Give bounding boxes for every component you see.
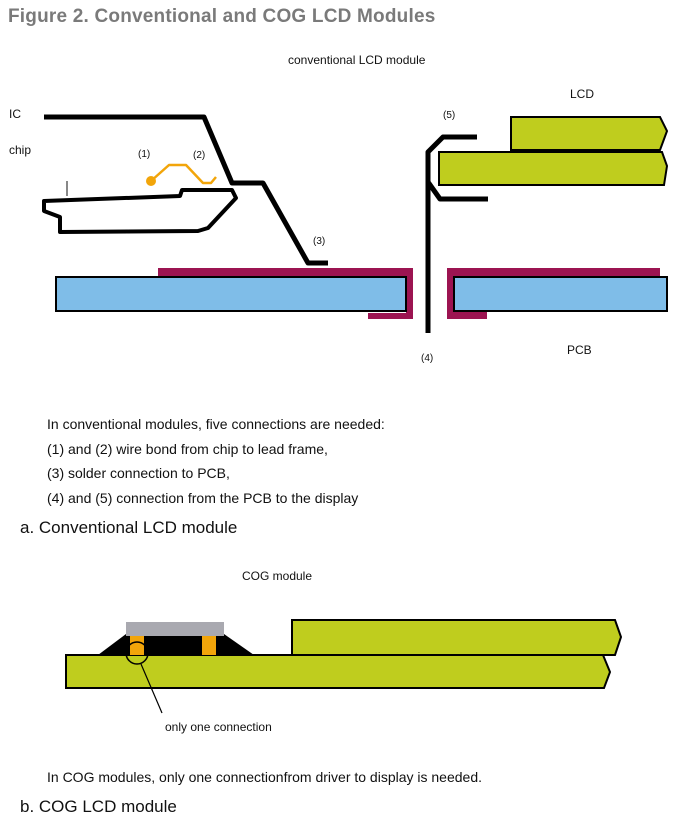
chip-label: chip <box>9 143 31 157</box>
display-connector <box>425 134 477 333</box>
lcd-top-glass <box>510 116 669 151</box>
ic-package-body <box>42 188 238 234</box>
ic-label: IC <box>9 107 21 121</box>
figure-title: Figure 2. Conventional and COG LCD Modul… <box>8 6 436 27</box>
connection-label-2: (2) <box>193 150 205 161</box>
cog-underfill <box>98 634 254 655</box>
caption-b: b. COG LCD module <box>20 797 177 816</box>
cog-bottom-glass <box>65 654 612 689</box>
conventional-note-3: (3) solder connection to PCB, <box>47 465 230 481</box>
cog-note: In COG modules, only one connectionfrom … <box>47 769 482 785</box>
cog-driver-chip <box>126 622 224 636</box>
lcd-bottom-glass <box>438 151 669 186</box>
bond-ball <box>146 176 156 186</box>
caption-a: a. Conventional LCD module <box>20 518 237 537</box>
cog-top-glass <box>291 619 623 656</box>
connection-label-1: (1) <box>138 149 150 160</box>
connection-label-4: (4) <box>421 353 433 364</box>
ic-package-lead-upper <box>44 114 328 266</box>
cog-connection-marker <box>125 641 149 665</box>
connection-label-3: (3) <box>313 236 325 247</box>
conventional-note-4: (4) and (5) connection from the PCB to t… <box>47 490 358 506</box>
pcb-left-copper <box>158 268 413 319</box>
cog-heading: COG module <box>242 569 312 583</box>
pcb-label: PCB <box>567 343 592 357</box>
pcb-right-copper <box>447 268 660 319</box>
pcb-left <box>55 276 407 312</box>
cog-bump-left <box>130 636 144 655</box>
cog-bump-right <box>202 636 216 655</box>
pcb-right <box>453 276 668 312</box>
cog-callout-line <box>140 663 163 714</box>
conventional-heading: conventional LCD module <box>288 53 426 67</box>
cog-callout: only one connection <box>165 720 272 734</box>
display-connector-branch <box>425 180 488 202</box>
conventional-note-1: In conventional modules, five connection… <box>47 416 385 432</box>
lcd-label: LCD <box>570 87 594 101</box>
bond-wire <box>150 163 217 185</box>
connection-label-5: (5) <box>443 110 455 121</box>
conventional-note-2: (1) and (2) wire bond from chip to lead … <box>47 441 328 457</box>
